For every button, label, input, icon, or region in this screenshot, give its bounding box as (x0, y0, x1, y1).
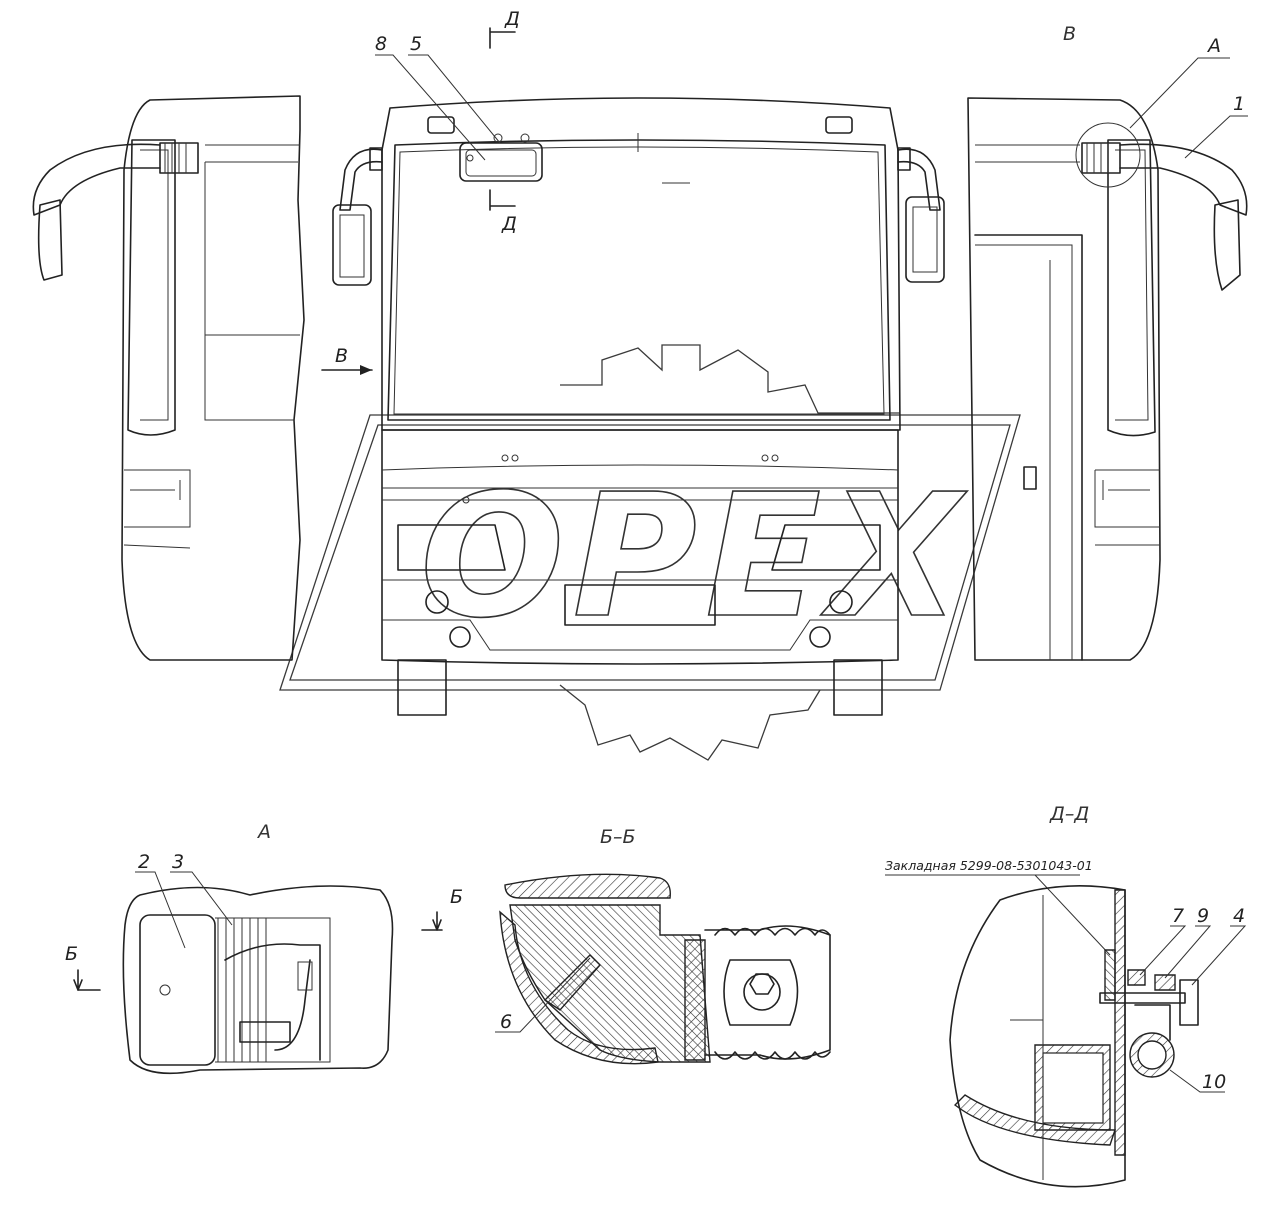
watermark-text: OPEX (420, 458, 968, 656)
section-mark-d-bottom: Д (501, 213, 517, 235)
section-dd-leader-9: 9 (1197, 905, 1209, 927)
leader-label-5: 5 (410, 33, 422, 55)
detail-a-cut-right: Б (450, 886, 463, 908)
watermark-gear-icon (559, 344, 900, 761)
section-dd-note: Закладная 5299-08-5301043-01 (885, 858, 1093, 873)
view-title-v: В (1063, 23, 1076, 45)
main-view-annotations: Д Д В В А 1 8 5 (321, 8, 1248, 375)
right-side-view (967, 97, 1248, 661)
front-view (332, 97, 945, 716)
front-cab-outline (381, 97, 901, 431)
windshield (387, 139, 891, 421)
interior-mirror (459, 142, 543, 182)
leader-label-8: 8 (375, 33, 387, 55)
detail-a-title: А (256, 821, 271, 843)
view-arrow-v-label: В (335, 345, 348, 367)
section-dd-leader-4: 4 (1233, 905, 1245, 927)
section-dd: Д–Д Закладная 5299-08-5301043-01 7 9 4 1… (885, 803, 1247, 1188)
detail-a-leader-3: 3 (172, 851, 184, 873)
watermark-plate-inner (289, 424, 1011, 681)
detail-a-cut-left: Б (65, 943, 78, 965)
section-bb: Б–Б 6 (495, 826, 831, 1065)
left-side-view (32, 95, 305, 661)
section-dd-leader-7: 7 (1172, 905, 1184, 927)
leader-label-1: 1 (1233, 93, 1245, 115)
section-dd-leader-10: 10 (1202, 1071, 1226, 1093)
section-dd-title: Д–Д (1049, 803, 1089, 825)
callout-a-label: А (1206, 35, 1221, 57)
section-bb-leader-6: 6 (500, 1011, 512, 1033)
detail-a: А 2 3 Б Б (65, 821, 463, 1075)
section-bb-title: Б–Б (600, 826, 636, 848)
watermark-plate-outer (279, 414, 1021, 691)
detail-a-leader-2: 2 (138, 851, 150, 873)
section-mark-d-top: Д (504, 8, 520, 30)
watermark-logo: OPEX (279, 344, 1021, 761)
